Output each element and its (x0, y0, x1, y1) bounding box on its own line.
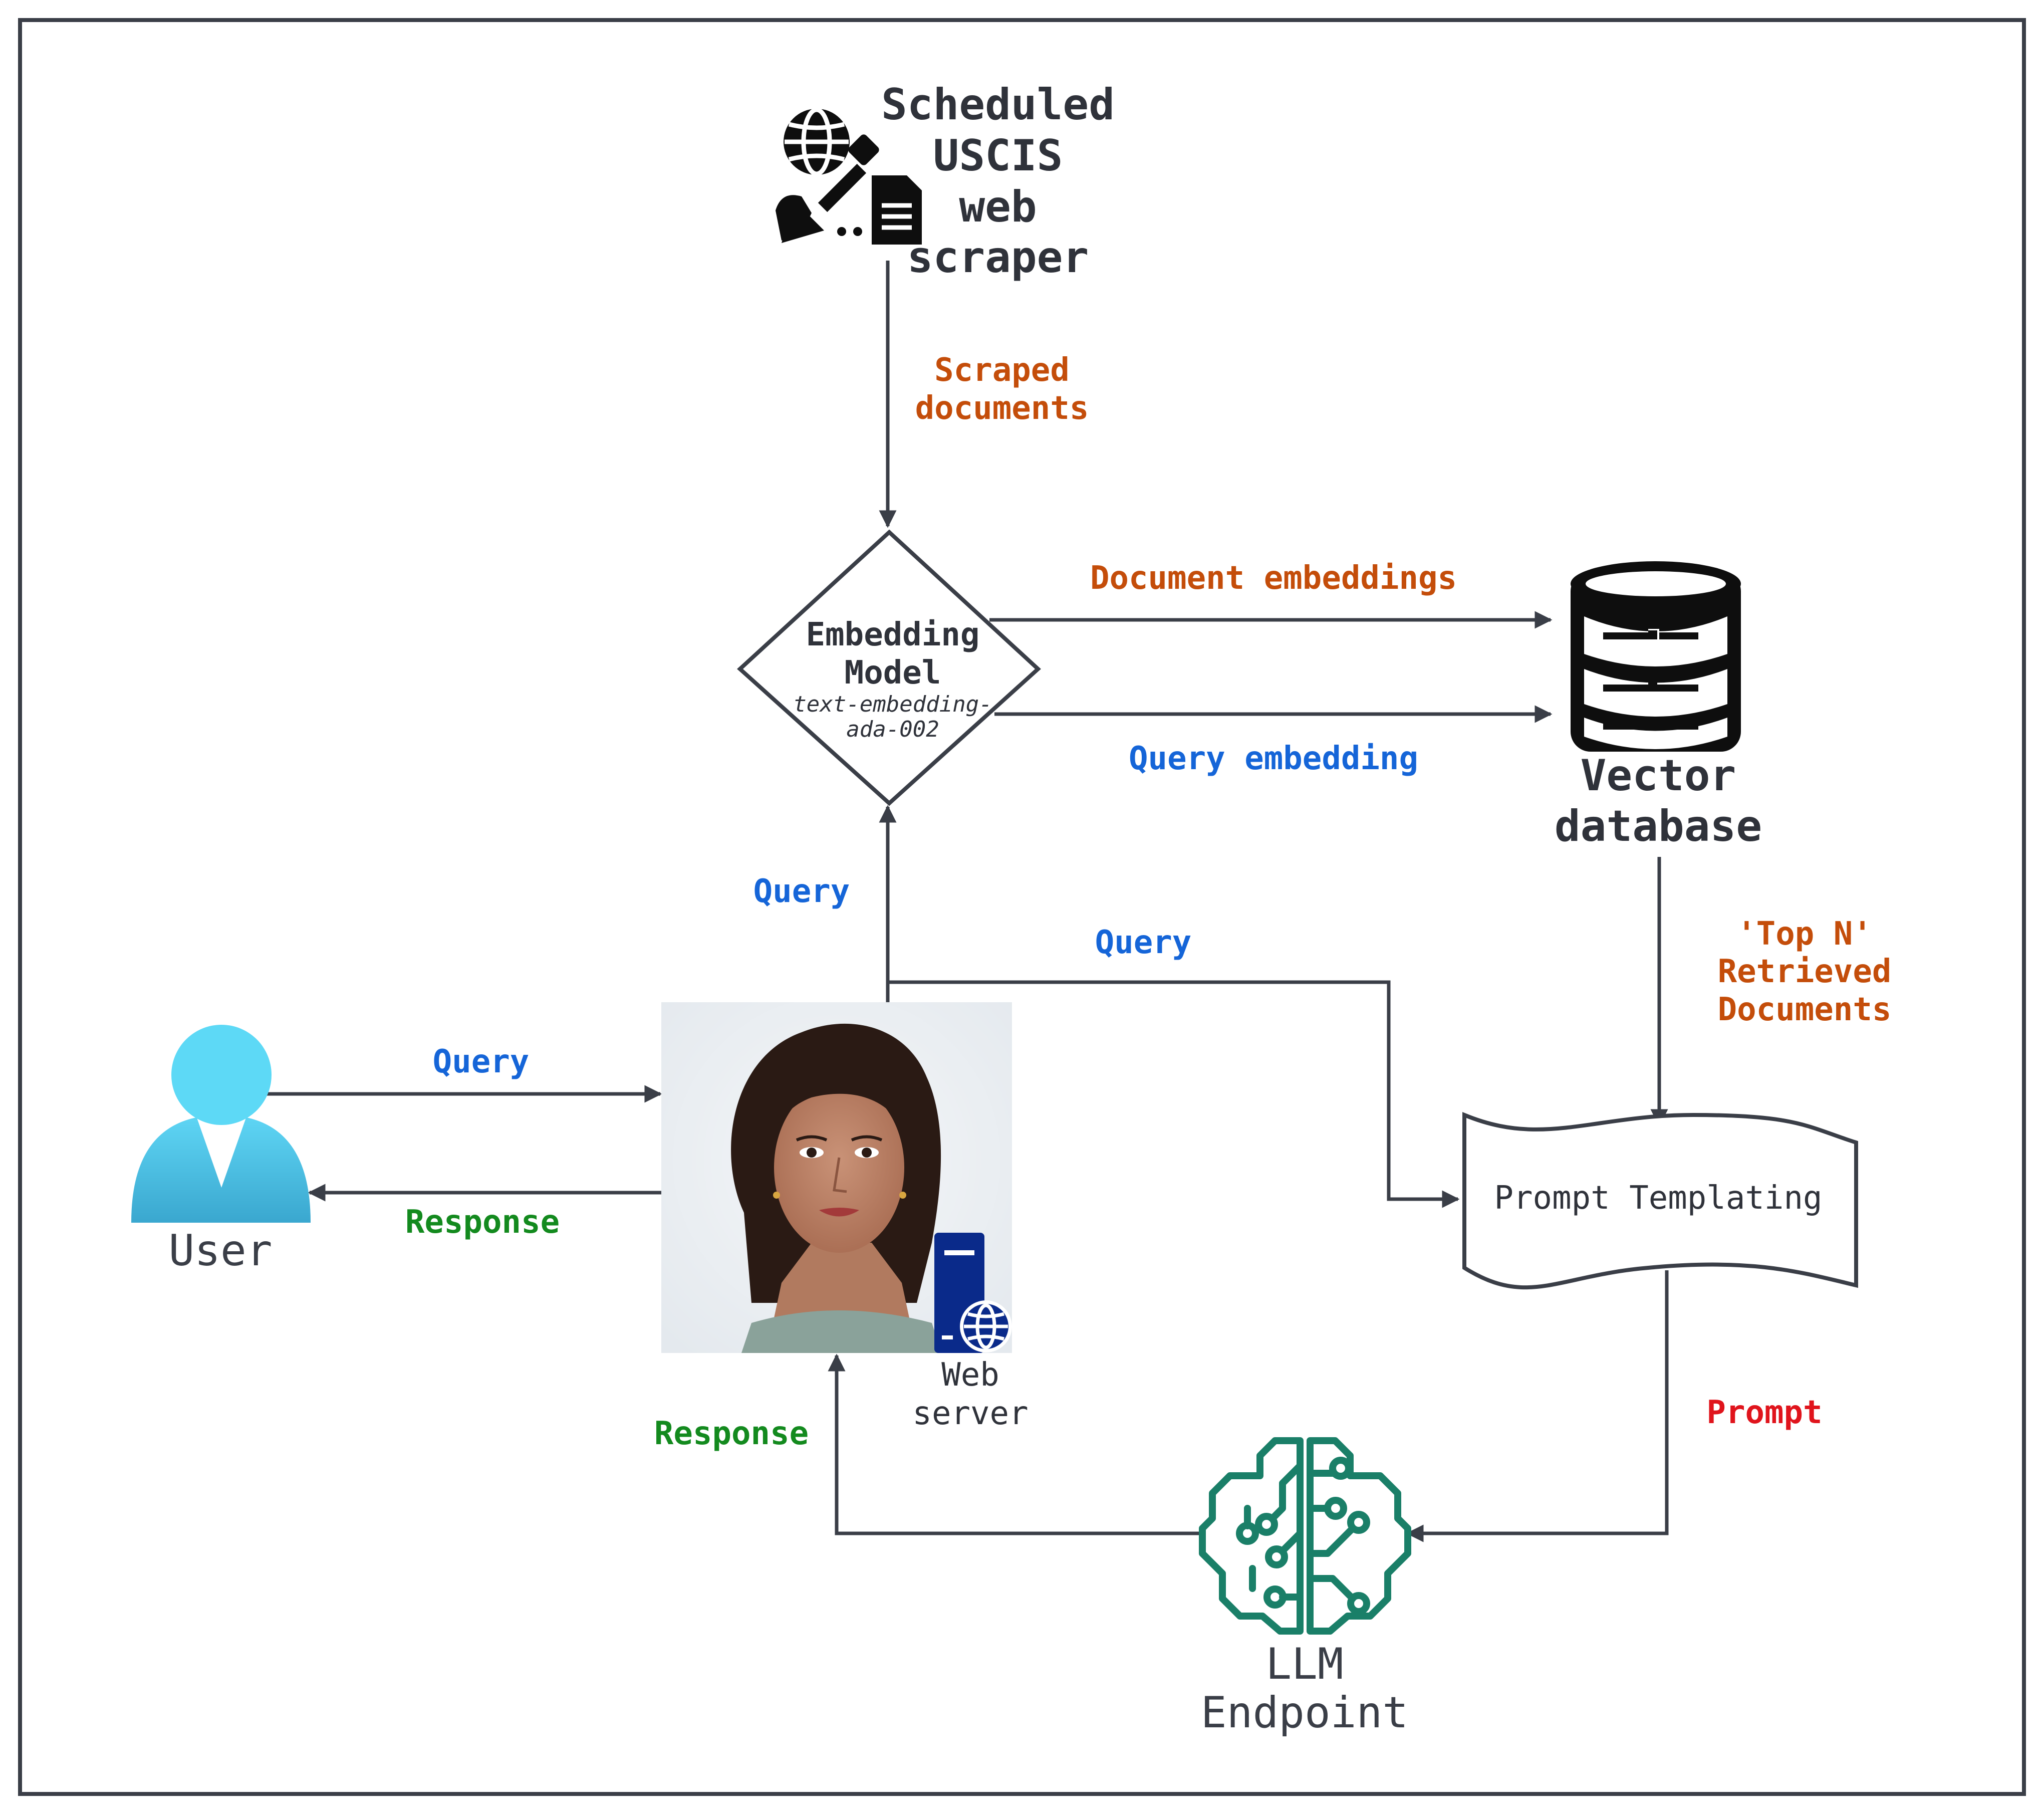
user-icon (131, 1025, 311, 1223)
scraper-title-4: scraper (907, 233, 1089, 283)
database-icon (1571, 561, 1741, 752)
embedding-model-id-2: ada-002 (846, 717, 939, 742)
web-server-label-2: server (912, 1395, 1028, 1432)
vector-db-title-1: Vector (1581, 751, 1736, 801)
scraper-title-1: Scheduled (881, 80, 1115, 130)
edge-query-to-prompt (888, 980, 1460, 1208)
llm-label-2: Endpoint (1201, 1688, 1408, 1738)
label-top-n-3: Documents (1718, 991, 1892, 1028)
label-query-up: Query (753, 873, 850, 910)
user-label: User (168, 1226, 272, 1276)
web-server-icon (934, 1233, 1012, 1353)
scraper-title-3: web (959, 182, 1037, 232)
label-scraped-documents-1: Scraped (934, 352, 1070, 389)
llm-label-1: LLM (1265, 1639, 1343, 1689)
prompt-templating-shape (1462, 1112, 1858, 1290)
web-server-label-1: Web (941, 1356, 999, 1394)
label-document-embeddings: Document embeddings (1090, 560, 1457, 597)
embedding-model-id-1: text-embedding- (793, 692, 992, 717)
label-top-n-2: Retrieved (1718, 953, 1892, 990)
diagram-frame (18, 18, 2026, 1796)
web-scraper-icon (776, 107, 922, 245)
label-top-n-1: 'Top N' (1737, 916, 1872, 953)
label-prompt: Prompt (1706, 1394, 1822, 1431)
label-query-embedding: Query embedding (1129, 740, 1418, 777)
label-query-to-prompt: Query (1095, 924, 1192, 961)
label-scraped-documents-2: documents (915, 390, 1089, 427)
scraper-title-2: USCIS (933, 131, 1063, 181)
edge-prompt-to-llm (1406, 1270, 1669, 1542)
label-llm-response: Response (654, 1415, 809, 1452)
label-user-query: Query (433, 1043, 530, 1080)
prompt-templating-label: Prompt Templating (1494, 1180, 1822, 1217)
vector-db-title-2: database (1555, 801, 1762, 851)
embedding-title-1: Embedding (806, 616, 980, 653)
brain-circuit-icon (1199, 1437, 1411, 1635)
embedding-title-2: Model (845, 654, 941, 692)
embedding-model-diamond (737, 529, 1041, 806)
edge-llm-to-server (828, 1353, 1202, 1535)
label-user-response: Response (405, 1204, 560, 1241)
